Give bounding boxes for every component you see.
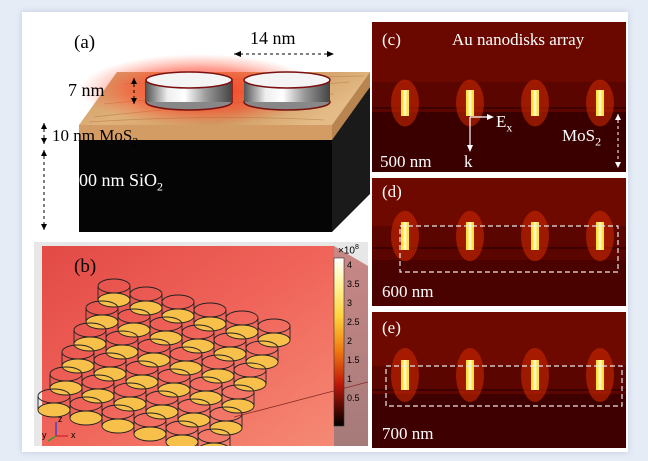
colorbar-tick-label: 0.5 xyxy=(347,393,360,404)
hotspot-core xyxy=(533,90,537,116)
disk-hotspot-base xyxy=(97,292,131,308)
colorbar xyxy=(333,257,345,427)
disk-hotspot-base xyxy=(93,366,127,382)
disk-hotspot-base xyxy=(105,344,139,360)
disk-hotspot-base xyxy=(145,404,179,420)
disk-hotspot-base xyxy=(225,324,259,340)
field-arrows xyxy=(467,114,621,168)
hotspot-core xyxy=(598,90,602,116)
disk-hotspot-base xyxy=(133,426,167,442)
colorbar-tick-label: 2 xyxy=(347,336,353,347)
mos2-layer-label: 10 nm MoS2 xyxy=(52,126,139,149)
disk-hotspot-base xyxy=(201,368,235,384)
panel-c-title: Au nanodisks array xyxy=(452,30,585,49)
disk-hotspot-base xyxy=(221,398,255,414)
hotspots-d xyxy=(391,210,614,262)
disk-hotspot-base xyxy=(157,382,191,398)
panel-d: (d) 600 nm xyxy=(372,178,626,306)
panel-b: (b) ×108 4 3.5 3 2.5 2 1.5 1 0.5 z y x xyxy=(34,242,369,458)
panel-a-illustration xyxy=(41,51,370,232)
colorbar-tick-label: 3.5 xyxy=(347,279,360,290)
hotspot-core xyxy=(468,222,472,250)
panel-d-field-map xyxy=(372,178,626,306)
sio2-front-face xyxy=(79,125,332,232)
disk-hotspot-base xyxy=(161,308,195,324)
panel-e-label: (e) xyxy=(382,318,401,337)
height-label: 7 nm xyxy=(68,80,105,100)
hotspot-core xyxy=(533,360,537,390)
disk-hotspot-base xyxy=(177,412,211,428)
panel-c-field-map xyxy=(372,22,626,172)
disk-hotspot-base xyxy=(37,402,71,418)
panel-e-field-map xyxy=(372,312,626,448)
region-box-d xyxy=(399,225,619,273)
disk-hotspot-base xyxy=(193,316,227,332)
panel-b-label: (b) xyxy=(74,256,97,277)
hotspot-core xyxy=(598,360,602,390)
panel-c: (c) Au nanodisks array Ex k MoS2 500 nm xyxy=(372,22,626,172)
disk-hotspot-base xyxy=(137,352,171,368)
mos2-side-face xyxy=(332,72,370,140)
disk-size-label: 14 nm xyxy=(250,28,296,48)
nanodisk-right xyxy=(243,71,331,111)
wavelength-c: 500 nm xyxy=(380,152,432,171)
disk-hotspot-base xyxy=(85,314,119,330)
axis-label-x: x xyxy=(71,430,76,440)
disk-hotspot-base xyxy=(165,434,199,450)
disk-hotspot-base xyxy=(61,358,95,374)
disk-hotspot-base xyxy=(181,338,215,354)
disk-hotspot-base xyxy=(169,360,203,376)
disk-hotspot-base xyxy=(209,420,243,436)
disk-hotspot-base xyxy=(101,418,135,434)
axis-triad xyxy=(47,422,68,442)
disk-hotspot-base xyxy=(125,374,159,390)
mos2-front-face xyxy=(79,125,332,140)
panel-c-label: (c) xyxy=(382,30,401,49)
hotspot-core xyxy=(468,90,472,116)
panel-a-label: (a) xyxy=(74,32,96,53)
axis-label-y: y xyxy=(42,430,47,440)
disk-hotspot-base xyxy=(117,322,151,338)
colorbar-tick-label: 3 xyxy=(347,298,353,309)
colorbar-tick-label: 2.5 xyxy=(347,317,360,328)
mos2-label: MoS2 xyxy=(562,126,602,149)
colorbar-tick-label: 1.5 xyxy=(347,355,360,366)
colorbar-exponent: ×108 xyxy=(338,244,359,257)
figure-frame: (a) 14 nm 7 nm 10 nm MoS2 300 nm SiO2 xyxy=(22,12,628,458)
disk-hotspot-base xyxy=(69,410,103,426)
hotspot-core xyxy=(468,360,472,390)
panel-a: (a) 14 nm 7 nm 10 nm MoS2 300 nm SiO2 xyxy=(34,22,370,240)
sio2-layer-label: 300 nm SiO2 xyxy=(70,170,164,194)
hotspots-e xyxy=(391,348,614,402)
wavelength-d: 600 nm xyxy=(382,282,434,301)
panel-e: (e) 700 nm xyxy=(372,312,626,448)
disk-hotspot-base xyxy=(233,376,267,392)
panel-b-field-map xyxy=(34,242,369,458)
disk-hotspot-base xyxy=(49,380,83,396)
disk-hotspot-base xyxy=(113,396,147,412)
hotspot-core xyxy=(403,90,407,116)
hotspot-core xyxy=(598,222,602,250)
field-direction-label: Ex xyxy=(496,112,513,135)
disk-hotspot-base xyxy=(245,354,279,370)
colorbar-tick-label: 4 xyxy=(347,260,353,270)
disk-hotspot-base xyxy=(129,300,163,316)
disk-hotspot-base xyxy=(149,330,183,346)
disk-hotspot-base xyxy=(189,390,223,406)
wave-vector-label: k xyxy=(464,152,473,171)
colorbar-tick-label: 1 xyxy=(347,374,353,385)
hotspots-c xyxy=(391,79,614,127)
hotspot-core xyxy=(403,360,407,390)
nanodisk-left xyxy=(145,71,233,111)
disk-hotspot-base xyxy=(81,388,115,404)
hotspot-core xyxy=(403,222,407,250)
axis-label-z: z xyxy=(58,414,63,424)
region-box-e xyxy=(385,365,623,407)
disk-hotspot-base xyxy=(213,346,247,362)
disk-hotspot-base xyxy=(73,336,107,352)
panel-d-label: (d) xyxy=(382,182,402,201)
disk-hotspot-base xyxy=(257,332,291,348)
wavelength-e: 700 nm xyxy=(382,424,434,443)
hotspot-core xyxy=(533,222,537,250)
